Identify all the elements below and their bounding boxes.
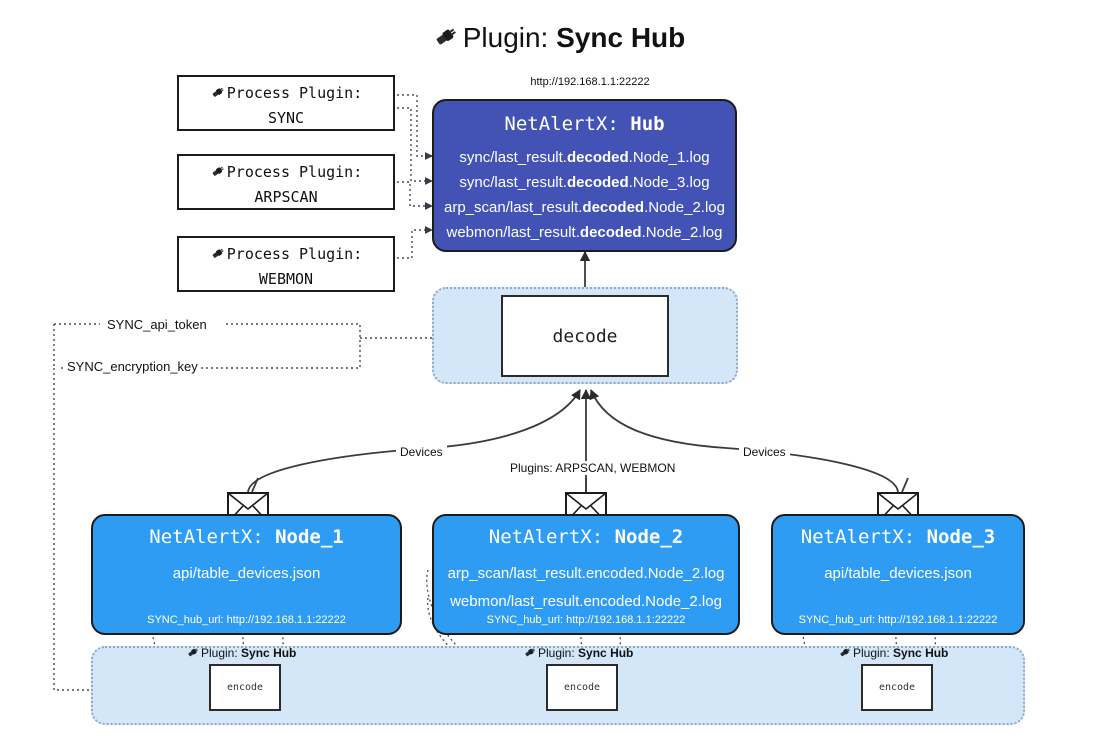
plugin-name: SYNC <box>267 109 305 127</box>
edge-label-devices-right: Devices <box>739 445 790 459</box>
encode-box[interactable]: encode <box>861 664 933 711</box>
node-hub-url: SYNC_hub_url: http://192.168.1.1:22222 <box>486 614 686 626</box>
plugin-label: Process Plugin: <box>226 84 363 102</box>
plug-icon <box>210 163 226 186</box>
edge-label-devices-left: Devices <box>396 445 447 459</box>
encode-box[interactable]: encode <box>546 664 618 711</box>
plug-icon <box>186 645 200 662</box>
env-encryption-key-label: SYNC_encryption_key <box>64 359 201 374</box>
hub-title-prefix: NetAlertX: <box>504 113 619 135</box>
node-3[interactable]: NetAlertX: Node_3 api/table_devices.json… <box>771 514 1025 635</box>
hub-log-line: arp_scan/last_result.decoded.Node_2.log <box>444 199 725 216</box>
plug-icon <box>432 21 460 61</box>
process-plugin-arpscan[interactable]: Process Plugin: ARPSCAN <box>177 154 395 210</box>
node-title: NetAlertX: Node_3 <box>800 526 996 548</box>
node-line: api/table_devices.json <box>824 565 972 582</box>
plugin-label: Process Plugin: <box>226 163 363 181</box>
node-hub-url: SYNC_hub_url: http://192.168.1.1:22222 <box>798 614 998 626</box>
node-line: webmon/last_result.encoded.Node_2.log <box>450 593 722 610</box>
node-line-list: arp_scan/last_result.encoded.Node_2.log … <box>434 560 738 616</box>
hub-title: NetAlertX: Hub <box>434 113 735 135</box>
node-title: NetAlertX: Node_2 <box>488 526 684 548</box>
encode-caption: Plugin: Sync Hub <box>523 645 633 662</box>
env-api-token-label: SYNC_api_token <box>104 317 210 332</box>
hub-log-line: sync/last_result.decoded.Node_3.log <box>459 174 710 191</box>
decode-box[interactable]: decode <box>501 295 669 377</box>
hub-url: http://192.168.1.1:22222 <box>530 76 650 88</box>
encode-box[interactable]: encode <box>209 664 281 711</box>
plugin-name: WEBMON <box>258 270 314 288</box>
node-hub-url: SYNC_hub_url: http://192.168.1.1:22222 <box>147 614 346 626</box>
plugin-label: Process Plugin: <box>226 245 363 263</box>
plugin-name: ARPSCAN <box>254 188 318 206</box>
hub-log-list: sync/last_result.decoded.Node_1.log sync… <box>434 145 735 245</box>
page-title-name: Sync Hub <box>556 22 686 53</box>
hub-node[interactable]: NetAlertX: Hub sync/last_result.decoded.… <box>432 99 737 252</box>
hub-log-line: webmon/last_result.decoded.Node_2.log <box>446 224 723 241</box>
page-title-prefix: Plugin: <box>462 22 549 53</box>
plug-icon <box>523 645 537 662</box>
node-title: NetAlertX: Node_1 <box>149 526 344 548</box>
node-2[interactable]: NetAlertX: Node_2 arp_scan/last_result.e… <box>432 514 740 635</box>
plug-icon <box>838 645 852 662</box>
node-line: arp_scan/last_result.encoded.Node_2.log <box>447 565 725 582</box>
page-title: Plugin: Sync Hub <box>0 18 1117 61</box>
node-line: api/table_devices.json <box>172 565 321 582</box>
process-plugin-sync[interactable]: Process Plugin: SYNC <box>177 75 395 131</box>
plug-icon <box>210 245 226 268</box>
hub-log-line: sync/last_result.decoded.Node_1.log <box>459 149 710 166</box>
encode-caption: Plugin: Sync Hub <box>838 645 948 662</box>
edge-label-plugins: Plugins: ARPSCAN, WEBMON <box>506 461 680 475</box>
encode-caption: Plugin: Sync Hub <box>186 645 296 662</box>
node-line-list: api/table_devices.json <box>773 560 1023 588</box>
plug-icon <box>210 84 226 107</box>
node-1[interactable]: NetAlertX: Node_1 api/table_devices.json… <box>91 514 402 635</box>
process-plugin-webmon[interactable]: Process Plugin: WEBMON <box>177 236 395 292</box>
node-line-list: api/table_devices.json <box>93 560 400 588</box>
hub-title-name: Hub <box>630 113 665 135</box>
